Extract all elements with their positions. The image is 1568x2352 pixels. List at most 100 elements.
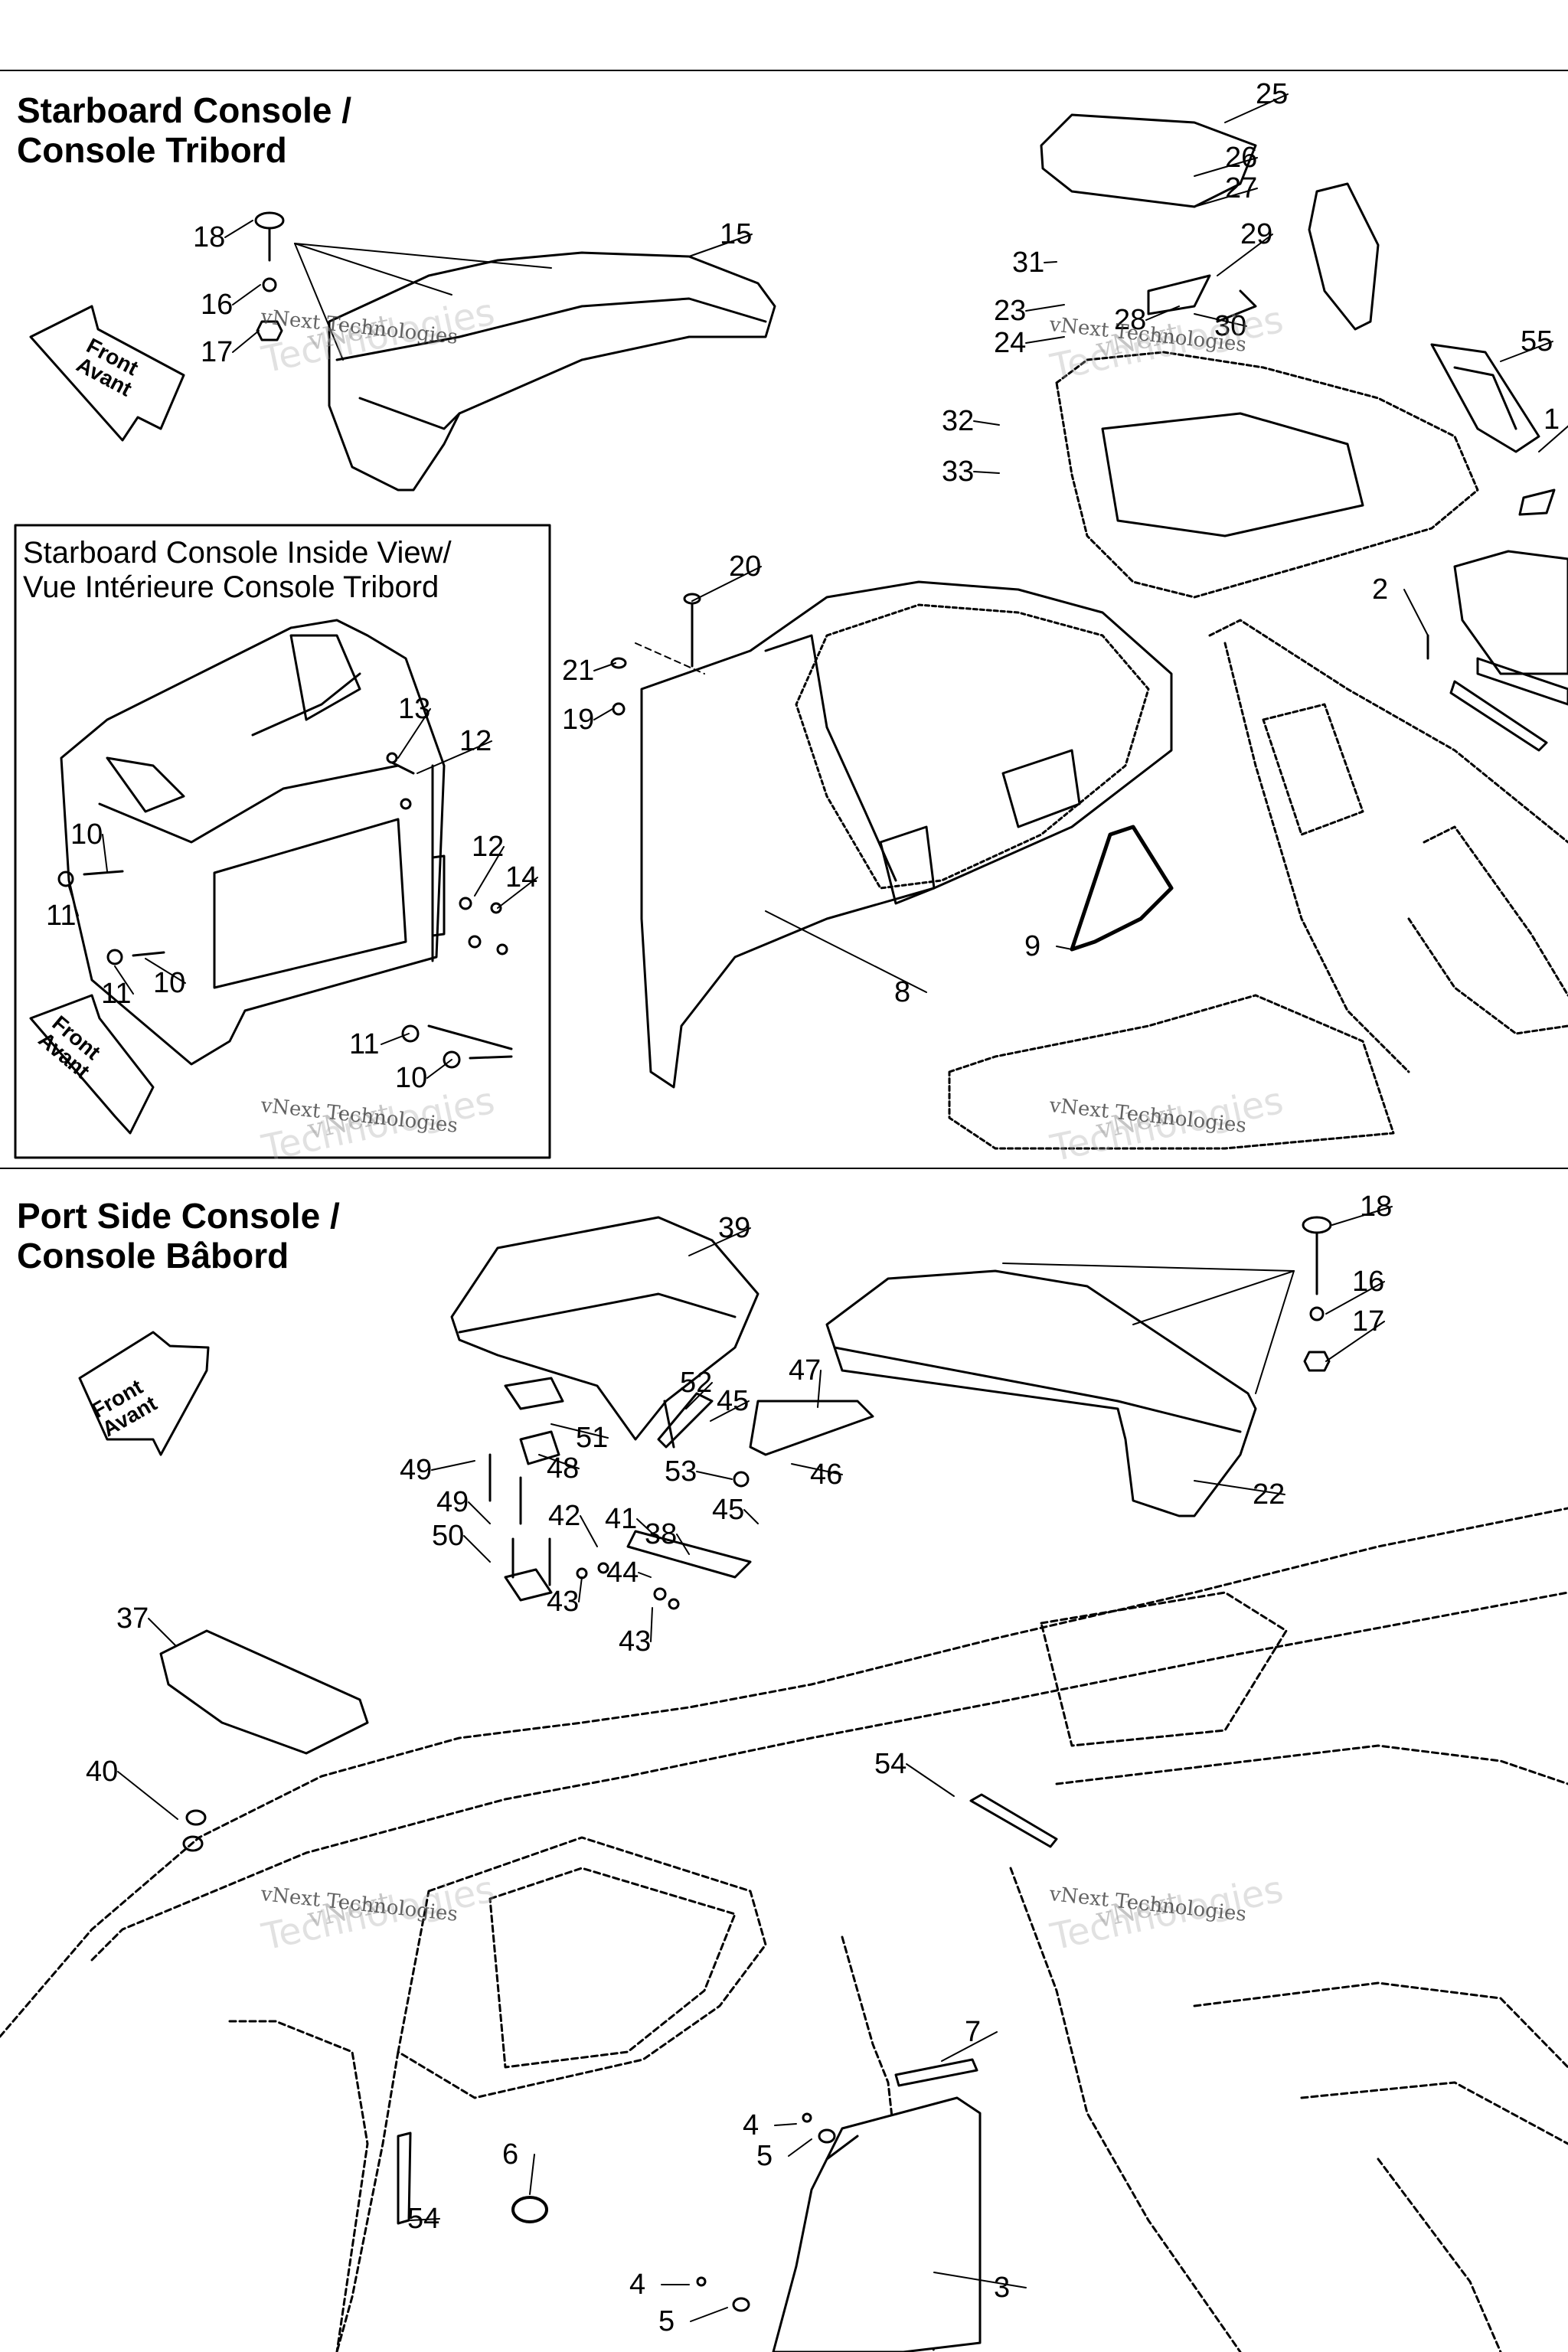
callout-18: 18: [193, 221, 225, 253]
callout-leader-37: [148, 1618, 177, 1647]
callout-leader-5: [788, 2138, 812, 2157]
front-arrow-inset: [29, 994, 155, 1135]
callout-leader-2: [1403, 589, 1429, 636]
armrest-cushion-15: [328, 251, 776, 492]
watermark-5: vNext Technologies vNext Technologies: [259, 1868, 498, 1959]
callout-leader-10: [145, 958, 186, 984]
callout-leader-22: [1194, 1480, 1285, 1495]
callout-leader-4: [774, 2123, 797, 2126]
callout-12: 12: [459, 725, 492, 757]
callout-leader-47: [817, 1370, 822, 1408]
callout-leader-23: [1025, 304, 1065, 312]
callout-27: 27: [1225, 172, 1257, 204]
callout-10: 10: [395, 1062, 427, 1094]
callout-54: 54: [874, 1748, 906, 1780]
callout-44: 44: [606, 1557, 639, 1589]
callout-leader-14: [497, 877, 538, 909]
callout-leader-11: [68, 886, 79, 916]
part-2-rails: [1426, 634, 1568, 752]
instrument-panel-assembly: [1040, 113, 1479, 599]
callout-26: 26: [1225, 142, 1257, 174]
callout-leader-38: [676, 1534, 690, 1555]
callout-leader-33: [973, 471, 1000, 474]
strip-54-upper: [969, 1793, 1058, 1848]
callout-leader-20: [691, 566, 762, 602]
callout-13: 13: [398, 693, 430, 725]
inset-fasteners: [57, 752, 513, 1069]
part-1-bracket: [1453, 488, 1568, 675]
callout-leader-21: [593, 662, 616, 671]
callout-leader-18: [224, 220, 253, 238]
callout-39: 39: [718, 1212, 750, 1244]
callout-53: 53: [665, 1455, 697, 1488]
callout-leader-51: [550, 1423, 609, 1439]
callout-49: 49: [436, 1486, 469, 1518]
callout-leader-48: [538, 1454, 580, 1469]
callout-leader-54: [906, 1763, 955, 1797]
callout-leader-17: [232, 330, 260, 353]
callout-leader-17: [1325, 1321, 1385, 1362]
callout-leader-15: [688, 234, 753, 257]
callout-leader-44: [638, 1572, 652, 1578]
inset-caption-fr: Vue Intérieure Console Tribord: [23, 570, 439, 604]
starboard-title: Starboard Console / Console Tribord: [17, 90, 351, 170]
callout-11: 11: [349, 1028, 379, 1060]
port-title-fr: Console Bâbord: [17, 1236, 289, 1276]
strip-54-lower: [397, 2132, 412, 2225]
fastener-18-16-17-port: [1002, 1216, 1332, 1394]
callout-24: 24: [994, 327, 1026, 359]
callout-17: 17: [1352, 1305, 1384, 1338]
callout-leader-55: [1500, 341, 1553, 362]
callout-leader-32: [973, 420, 1000, 426]
callout-37: 37: [116, 1602, 149, 1635]
callout-52: 52: [680, 1367, 712, 1399]
callout-42: 42: [548, 1500, 580, 1532]
callout-leader-3: [933, 2272, 1027, 2288]
callout-2: 2: [1372, 573, 1388, 606]
part-55-cover: [1430, 343, 1540, 453]
callout-leader-39: [688, 1227, 751, 1256]
callout-43: 43: [619, 1625, 651, 1658]
callout-7: 7: [965, 2016, 981, 2048]
callout-leader-16: [1325, 1281, 1385, 1315]
callout-45: 45: [717, 1385, 749, 1417]
callout-leader-54: [410, 2218, 440, 2221]
starboard-title-fr: Console Tribord: [17, 130, 287, 170]
callout-leader-11: [381, 1033, 410, 1045]
callout-leader-19: [593, 708, 613, 720]
callout-leader-8: [765, 910, 927, 993]
callout-30: 30: [1214, 310, 1246, 342]
callout-10: 10: [153, 967, 185, 999]
callout-leader-42: [580, 1515, 598, 1547]
callout-28: 28: [1114, 304, 1146, 336]
front-arrow-starboard: [29, 305, 185, 442]
callout-leader-1: [1538, 425, 1568, 452]
strip-7: [894, 2058, 978, 2087]
callout-16: 16: [201, 289, 233, 321]
callout-46: 46: [810, 1459, 842, 1491]
callout-4: 4: [629, 2269, 645, 2301]
callout-leader-45: [743, 1509, 759, 1524]
callout-leader-12: [474, 846, 505, 897]
callout-9: 9: [1024, 930, 1040, 962]
callout-leader-16: [232, 284, 261, 305]
fastener-18-16-17: [254, 211, 552, 361]
callout-5: 5: [756, 2140, 773, 2172]
plugs-40: [182, 1809, 207, 1852]
callout-leader-49: [468, 1501, 491, 1524]
callout-leader-40: [117, 1771, 178, 1820]
callout-leader-27: [1194, 188, 1258, 207]
callout-47: 47: [789, 1354, 821, 1387]
grommet-6: [511, 2196, 548, 2223]
callout-10: 10: [70, 818, 103, 851]
callout-14: 14: [505, 861, 537, 893]
callout-41: 41: [605, 1503, 637, 1535]
callout-leader-12: [416, 740, 492, 774]
callout-22: 22: [1253, 1478, 1285, 1511]
callout-21: 21: [562, 655, 594, 687]
fastener-4-5: [696, 2112, 836, 2312]
fastener-20-21-19: [610, 593, 705, 716]
callout-leader-26: [1194, 157, 1258, 177]
inset-caption-en: Starboard Console Inside View/: [23, 536, 452, 570]
